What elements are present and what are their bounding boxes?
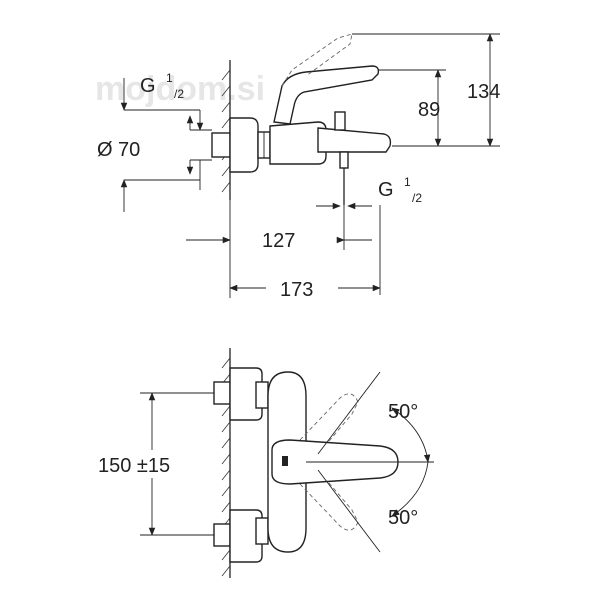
diameter-value: 70 bbox=[118, 139, 140, 161]
inlet-upper-front bbox=[213, 367, 269, 421]
thread-top-sub: /2 bbox=[174, 87, 184, 101]
outlet-depth-label: 127 bbox=[262, 230, 295, 252]
lever-ghost-down bbox=[299, 469, 359, 531]
thread-top-main: G bbox=[140, 75, 156, 97]
thread-bottom-main: G bbox=[378, 179, 394, 201]
diameter-dimension: Ø 70 bbox=[97, 115, 212, 212]
height-outlet-dimension: 89 bbox=[378, 69, 446, 147]
outlet-depth-dimension: 127 bbox=[186, 205, 381, 295]
thread-top-sup: 1 bbox=[166, 71, 173, 85]
thread-bottom-sup: 1 bbox=[404, 175, 411, 189]
inlet-lower-front bbox=[213, 509, 269, 563]
inlet-fitting-side bbox=[211, 117, 271, 173]
lever-ghost-up bbox=[299, 393, 359, 455]
angle-down-label: 50° bbox=[388, 507, 418, 529]
height-total-dimension: 134 bbox=[352, 33, 500, 147]
total-depth-label: 173 bbox=[280, 279, 313, 301]
mixer-body-side bbox=[269, 33, 392, 205]
thread-bottom-sub: /2 bbox=[412, 191, 422, 205]
centers-dimension: 150 ±15 bbox=[98, 392, 214, 536]
centers-label: 150 ±15 bbox=[98, 455, 170, 477]
angle-dimension: 50° 50° bbox=[306, 371, 434, 553]
height-outlet-label: 89 bbox=[418, 99, 440, 121]
watermark: mojdom.si bbox=[95, 70, 265, 108]
total-depth-dimension: 173 bbox=[229, 200, 381, 301]
side-view: G 1 /2 Ø 70 134 bbox=[97, 33, 500, 301]
diameter-symbol: Ø bbox=[97, 139, 113, 161]
thread-label-bottom: G 1 /2 bbox=[316, 175, 422, 210]
angle-up-label: 50° bbox=[388, 401, 418, 423]
thread-label-top: G 1 /2 bbox=[120, 71, 204, 190]
height-total-label: 134 bbox=[467, 81, 500, 103]
front-view: 150 ±15 50° 50° bbox=[98, 348, 434, 578]
